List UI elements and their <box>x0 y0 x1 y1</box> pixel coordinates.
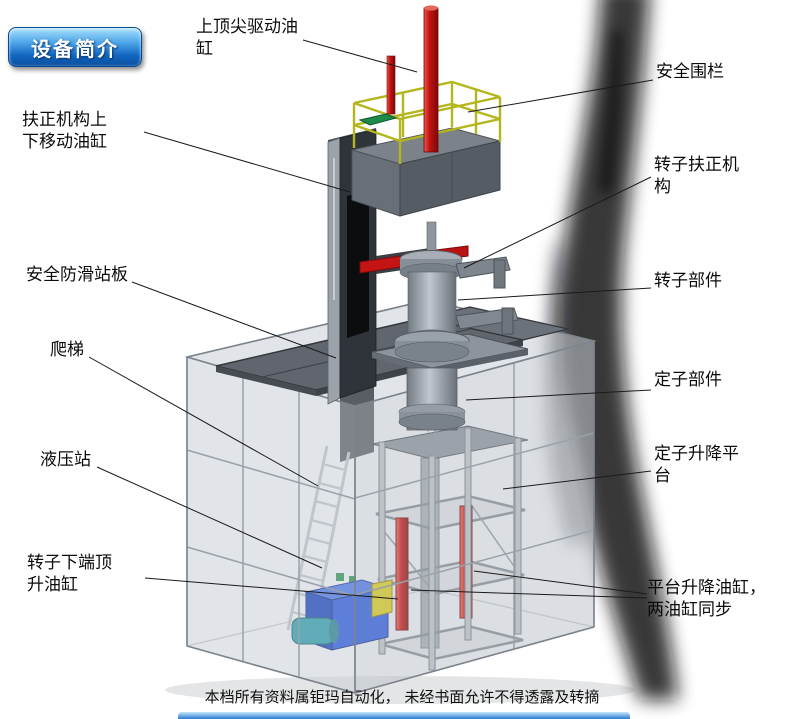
rotor-assembly <box>359 221 519 363</box>
smoke-shadow <box>547 0 678 700</box>
title-badge-label: 设备简介 <box>31 36 119 61</box>
leader-centering-cyl <box>143 131 351 193</box>
leader-top-tip <box>302 39 418 73</box>
leader-plat-cyl-b <box>410 589 648 599</box>
annotation-anti-slip-platform: 安全防滑站板 <box>26 265 128 285</box>
annotation-platform-lift-cylinders: 平台升降油缸， 两油缸同步 <box>647 578 766 621</box>
leader-ladder <box>88 356 319 487</box>
leader-rotor-jack <box>144 577 399 600</box>
annotation-rotor-part: 转子部件 <box>654 271 722 291</box>
leader-fence <box>467 79 654 113</box>
annotation-stator-lift-platform: 定子升降平 台 <box>654 444 739 487</box>
top-drive-cylinder <box>386 5 439 153</box>
secondary-rod <box>386 55 396 115</box>
platform-lift-cylinder-left <box>395 517 409 631</box>
annotation-top-tip-drive-cylinder: 上顶尖驱动油 缸 <box>196 17 298 60</box>
annotation-rotor-centering-mech: 转子扶正机 构 <box>654 155 739 198</box>
leader-lines <box>88 39 654 600</box>
leader-antislip <box>131 281 337 359</box>
leader-rotor-centering <box>463 176 652 269</box>
leader-stator-platform <box>502 470 652 490</box>
hydraulic-unit <box>291 573 393 651</box>
annotation-rotor-bottom-jack-cylinder: 转子下端顶 升油缸 <box>27 553 112 596</box>
leader-rotor <box>457 287 652 301</box>
leader-stator <box>465 389 652 401</box>
title-badge: 设备简介 <box>8 27 142 67</box>
bottom-blue-bar <box>178 712 630 719</box>
annotation-ladder: 爬梯 <box>50 340 84 360</box>
leader-hydraulic <box>96 466 323 569</box>
ground-shadow <box>165 676 635 704</box>
annotation-hydraulic-station: 液压站 <box>40 450 91 470</box>
access-ladder <box>286 445 351 637</box>
footer-copyright: 本档所有资料属钜玛自动化， 未经书面允许不得透露及转摘 <box>204 688 600 706</box>
press-column-base <box>340 386 374 462</box>
step-plate <box>358 113 398 126</box>
annotation-safety-fence: 安全围栏 <box>656 62 724 82</box>
annotation-stator-part: 定子部件 <box>654 370 722 390</box>
annotation-centering-mech-cylinder: 扶正机构上 下移动油缸 <box>22 110 107 153</box>
leader-plat-cyl-a <box>473 570 648 595</box>
